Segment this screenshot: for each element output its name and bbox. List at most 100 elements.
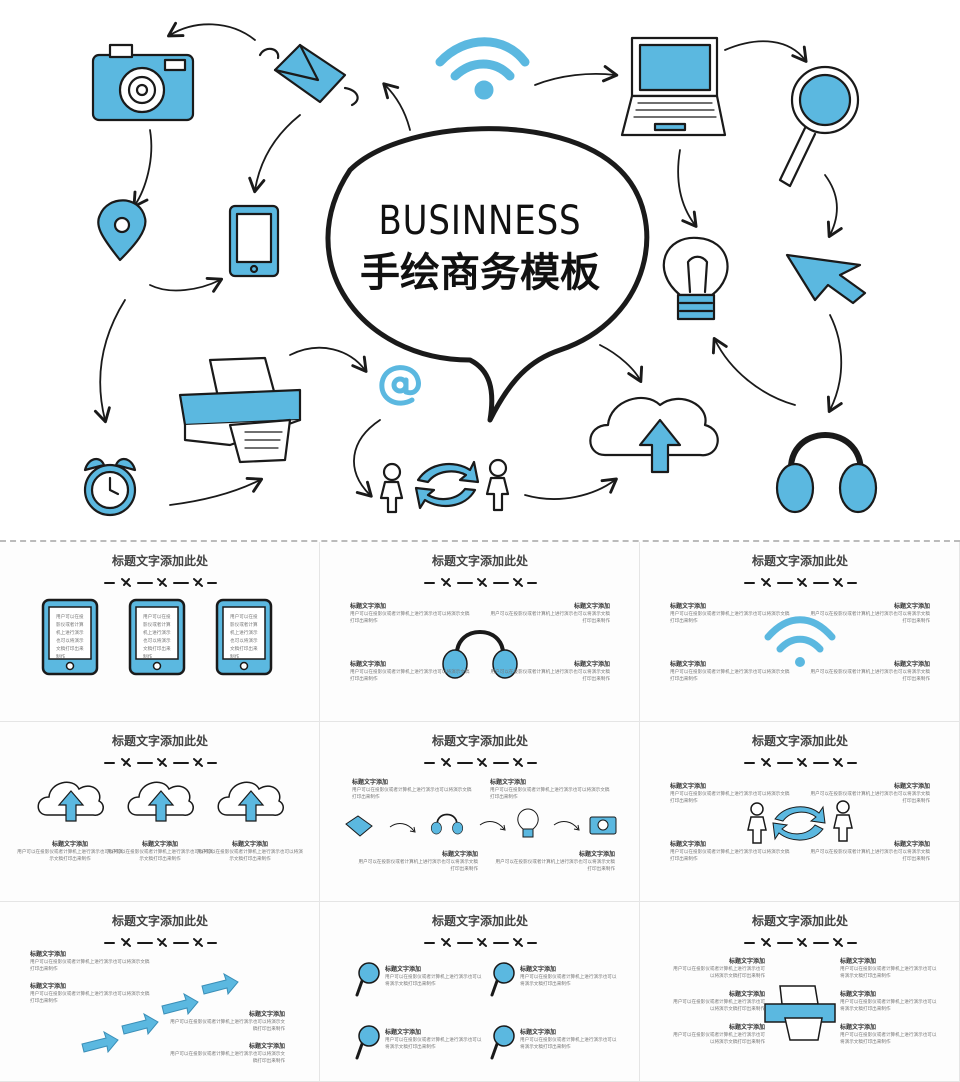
slide-title: 标题文字添加此处 (751, 914, 848, 928)
flow-arrow-icon (553, 821, 580, 831)
cloud-upload-icon (37, 781, 104, 822)
arrow-icon (80, 1030, 120, 1058)
text-block-heading: 标题文字添加 (840, 958, 877, 965)
title-divider (100, 932, 220, 951)
text-block-body: 用户可以在投影仪或者计算机上进行演示也可以将演示文稿打印出来制作 (230, 615, 258, 660)
text-block: 标题文字添加用户可以在投影仪或者计算机上进行演示也可以将演示文稿打印出来制作 (670, 782, 790, 805)
divider-decoration-icon (104, 938, 217, 947)
text-block-heading: 标题文字添加 (30, 983, 67, 990)
people-exchange-icon (379, 458, 510, 514)
envelope-icon (342, 814, 376, 842)
text-block-body: 用户可以在投影仪或者计算机上进行演示也可以将演示文稿打印出来制作 (385, 1038, 482, 1050)
text-block-heading: 标题文字添加 (30, 951, 67, 958)
text-block-body: 用户可以在投影仪或者计算机上进行演示也可以将演示文稿打印出来制作 (670, 850, 790, 862)
text-block-heading: 标题文字添加 (248, 1011, 285, 1018)
slide-title: 标题文字添加此处 (111, 734, 208, 748)
printer-icon (764, 985, 836, 1041)
text-block-body: 用户可以在投影仪或者计算机上进行演示也可以将演示文稿打印出来制作 (810, 612, 930, 624)
text-block-body: 用户可以在投影仪或者计算机上进行演示也可以将演示文稿打印出来制作 (840, 967, 937, 979)
slide-thumbnail-10[interactable]: 标题文字添加此处标题文字添加用户可以在投影仪或者计算机上进行演示也可以将演示文稿… (640, 902, 960, 1082)
flow-arrow-icon (479, 821, 506, 831)
connector-arrows (93, 21, 843, 506)
text-block-body: 用户可以在投影仪或者计算机上进行演示也可以将演示文稿打印出来制作 (810, 670, 930, 682)
flow-arrow-icon (389, 823, 416, 833)
wifi-icon (435, 37, 530, 100)
magnifier-icon (355, 1025, 381, 1065)
text-block-heading: 标题文字添加 (248, 1043, 285, 1050)
text-block-heading: 标题文字添加 (490, 779, 527, 786)
lightbulb-icon (517, 808, 539, 838)
text-block-heading: 标题文字添加 (893, 603, 930, 610)
text-block-body: 用户可以在投影仪或者计算机上进行演示也可以将演示文稿打印出来制作 (673, 1000, 765, 1012)
text-block-body: 用户可以在投影仪或者计算机上进行演示也可以将演示文稿打印出来制作 (385, 975, 482, 987)
text-block-body: 用户可以在投影仪或者计算机上进行演示也可以将演示文稿打印出来制作 (143, 615, 171, 660)
slide-title: 标题文字添加此处 (431, 914, 528, 928)
text-block-heading: 标题文字添加 (728, 958, 765, 965)
text-block-heading: 标题文字添加 (670, 841, 707, 848)
slide-title: 标题文字添加此处 (431, 554, 528, 568)
text-block: 标题文字添加用户可以在投影仪或者计算机上进行演示也可以将演示文稿打印出来制作 (350, 602, 470, 625)
text-block: 标题文字添加用户可以在投影仪或者计算机上进行演示也可以将演示文稿打印出来制作 (490, 778, 610, 801)
lightbulb-icon (662, 236, 729, 321)
text-block: 用户可以在投影仪或者计算机上进行演示也可以将演示文稿打印出来制作 (56, 614, 86, 662)
text-block-heading: 标题文字添加 (670, 603, 707, 610)
location-pin-icon (97, 199, 147, 262)
laptop-icon (620, 36, 727, 137)
text-block-heading: 标题文字添加 (352, 779, 389, 786)
text-block-body: 用户可以在投影仪或者计算机上进行演示也可以将演示文稿打印出来制作 (17, 850, 123, 862)
headphones-icon (430, 813, 464, 835)
text-block-heading: 标题文字添加 (578, 851, 615, 858)
text-block: 标题文字添加用户可以在投影仪或者计算机上进行演示也可以将演示文稿打印出来制作 (495, 850, 615, 873)
slide-thumbnail-6[interactable]: 标题文字添加此处标题文字添加用户可以在投影仪或者计算机上进行演示也可以将演示文稿… (320, 722, 640, 902)
divider-decoration-icon (744, 578, 857, 587)
text-block: 用户可以在投影仪或者计算机上进行演示也可以将演示文稿打印出来制作 (230, 614, 260, 662)
alarm-clock-icon (83, 457, 137, 517)
text-block: 标题文字添加用户可以在投影仪或者计算机上进行演示也可以将演示文稿打印出来制作 (358, 850, 478, 873)
people-icon (745, 797, 855, 851)
curve-icon (552, 818, 582, 837)
text-block: 标题文字添加用户可以在投影仪或者计算机上进行演示也可以将演示文稿打印出来制作 (520, 965, 620, 988)
text-block: 标题文字添加用户可以在投影仪或者计算机上进行演示也可以将演示文稿打印出来制作 (170, 1010, 285, 1033)
wifi-icon (760, 612, 840, 676)
headphones-icon (442, 630, 518, 679)
text-block-body: 用户可以在投影仪或者计算机上进行演示也可以将演示文稿打印出来制作 (30, 992, 150, 1004)
cloud-upload-icon (589, 396, 719, 474)
slide-thumbnail-2[interactable]: 标题文字添加此处用户可以在投影仪或者计算机上进行演示也可以将演示文稿打印出来制作… (0, 542, 320, 722)
text-block-body: 用户可以在投影仪或者计算机上进行演示也可以将演示文稿打印出来制作 (673, 1033, 765, 1045)
slide-thumbnail-3[interactable]: 标题文字添加此处标题文字添加用户可以在投影仪或者计算机上进行演示也可以将演示文稿… (320, 542, 640, 722)
curve-icon (478, 818, 508, 837)
text-block-heading: 标题文字添加 (350, 603, 387, 610)
slide-thumbnail-7[interactable]: 标题文字添加此处标题文字添加用户可以在投影仪或者计算机上进行演示也可以将演示文稿… (640, 722, 960, 902)
text-block-heading: 标题文字添加 (893, 783, 930, 790)
text-block-body: 用户可以在投影仪或者计算机上进行演示也可以将演示文稿打印出来制作 (56, 615, 84, 660)
divider-decoration-icon (424, 938, 537, 947)
phone-icon (214, 597, 274, 681)
bulb-icon (515, 807, 541, 843)
slide-thumbnail-5[interactable]: 标题文字添加此处标题文字添加用户可以在投影仪或者计算机上进行演示也可以将演示文稿… (0, 722, 320, 902)
arrow-icon (200, 972, 240, 1000)
magnifier-icon (355, 1025, 380, 1060)
printer-icon (178, 356, 302, 464)
text-block: 标题文字添加用户可以在投影仪或者计算机上进行演示也可以将演示文稿打印出来制作 (840, 957, 940, 980)
slide-thumbnail-4[interactable]: 标题文字添加此处标题文字添加用户可以在投影仪或者计算机上进行演示也可以将演示文稿… (640, 542, 960, 722)
title-divider (100, 752, 220, 771)
text-block: 标题文字添加用户可以在投影仪或者计算机上进行演示也可以将演示文稿打印出来制作 (810, 840, 930, 863)
envelope-icon (345, 815, 373, 837)
arrow-step-icon (81, 1030, 119, 1054)
slide-thumbnail-9[interactable]: 标题文字添加此处标题文字添加用户可以在投影仪或者计算机上进行演示也可以将演示文稿… (320, 902, 640, 1082)
text-block-heading: 标题文字添加 (441, 851, 478, 858)
text-block-heading: 标题文字添加 (893, 841, 930, 848)
text-block-body: 用户可以在投影仪或者计算机上进行演示也可以将演示文稿打印出来制作 (495, 860, 615, 872)
text-block-body: 用户可以在投影仪或者计算机上进行演示也可以将演示文稿打印出来制作 (670, 670, 790, 682)
slide-thumbnails-grid: 标题文字添加此处用户可以在投影仪或者计算机上进行演示也可以将演示文稿打印出来制作… (0, 540, 960, 1082)
text-block-heading: 标题文字添加 (728, 991, 765, 998)
arrow-icon (120, 1012, 160, 1040)
text-block: 标题文字添加用户可以在投影仪或者计算机上进行演示也可以将演示文稿打印出来制作 (670, 602, 790, 625)
text-block-heading: 标题文字添加 (51, 841, 88, 848)
magnifier-icon (355, 962, 380, 997)
text-block: 标题文字添加用户可以在投影仪或者计算机上进行演示也可以将演示文稿打印出来制作 (490, 602, 610, 625)
headphones-icon (430, 810, 464, 840)
slide-thumbnail-8[interactable]: 标题文字添加此处标题文字添加用户可以在投影仪或者计算机上进行演示也可以将演示文稿… (0, 902, 320, 1082)
text-block-heading: 标题文字添加 (231, 841, 268, 848)
camera-icon (91, 43, 195, 122)
